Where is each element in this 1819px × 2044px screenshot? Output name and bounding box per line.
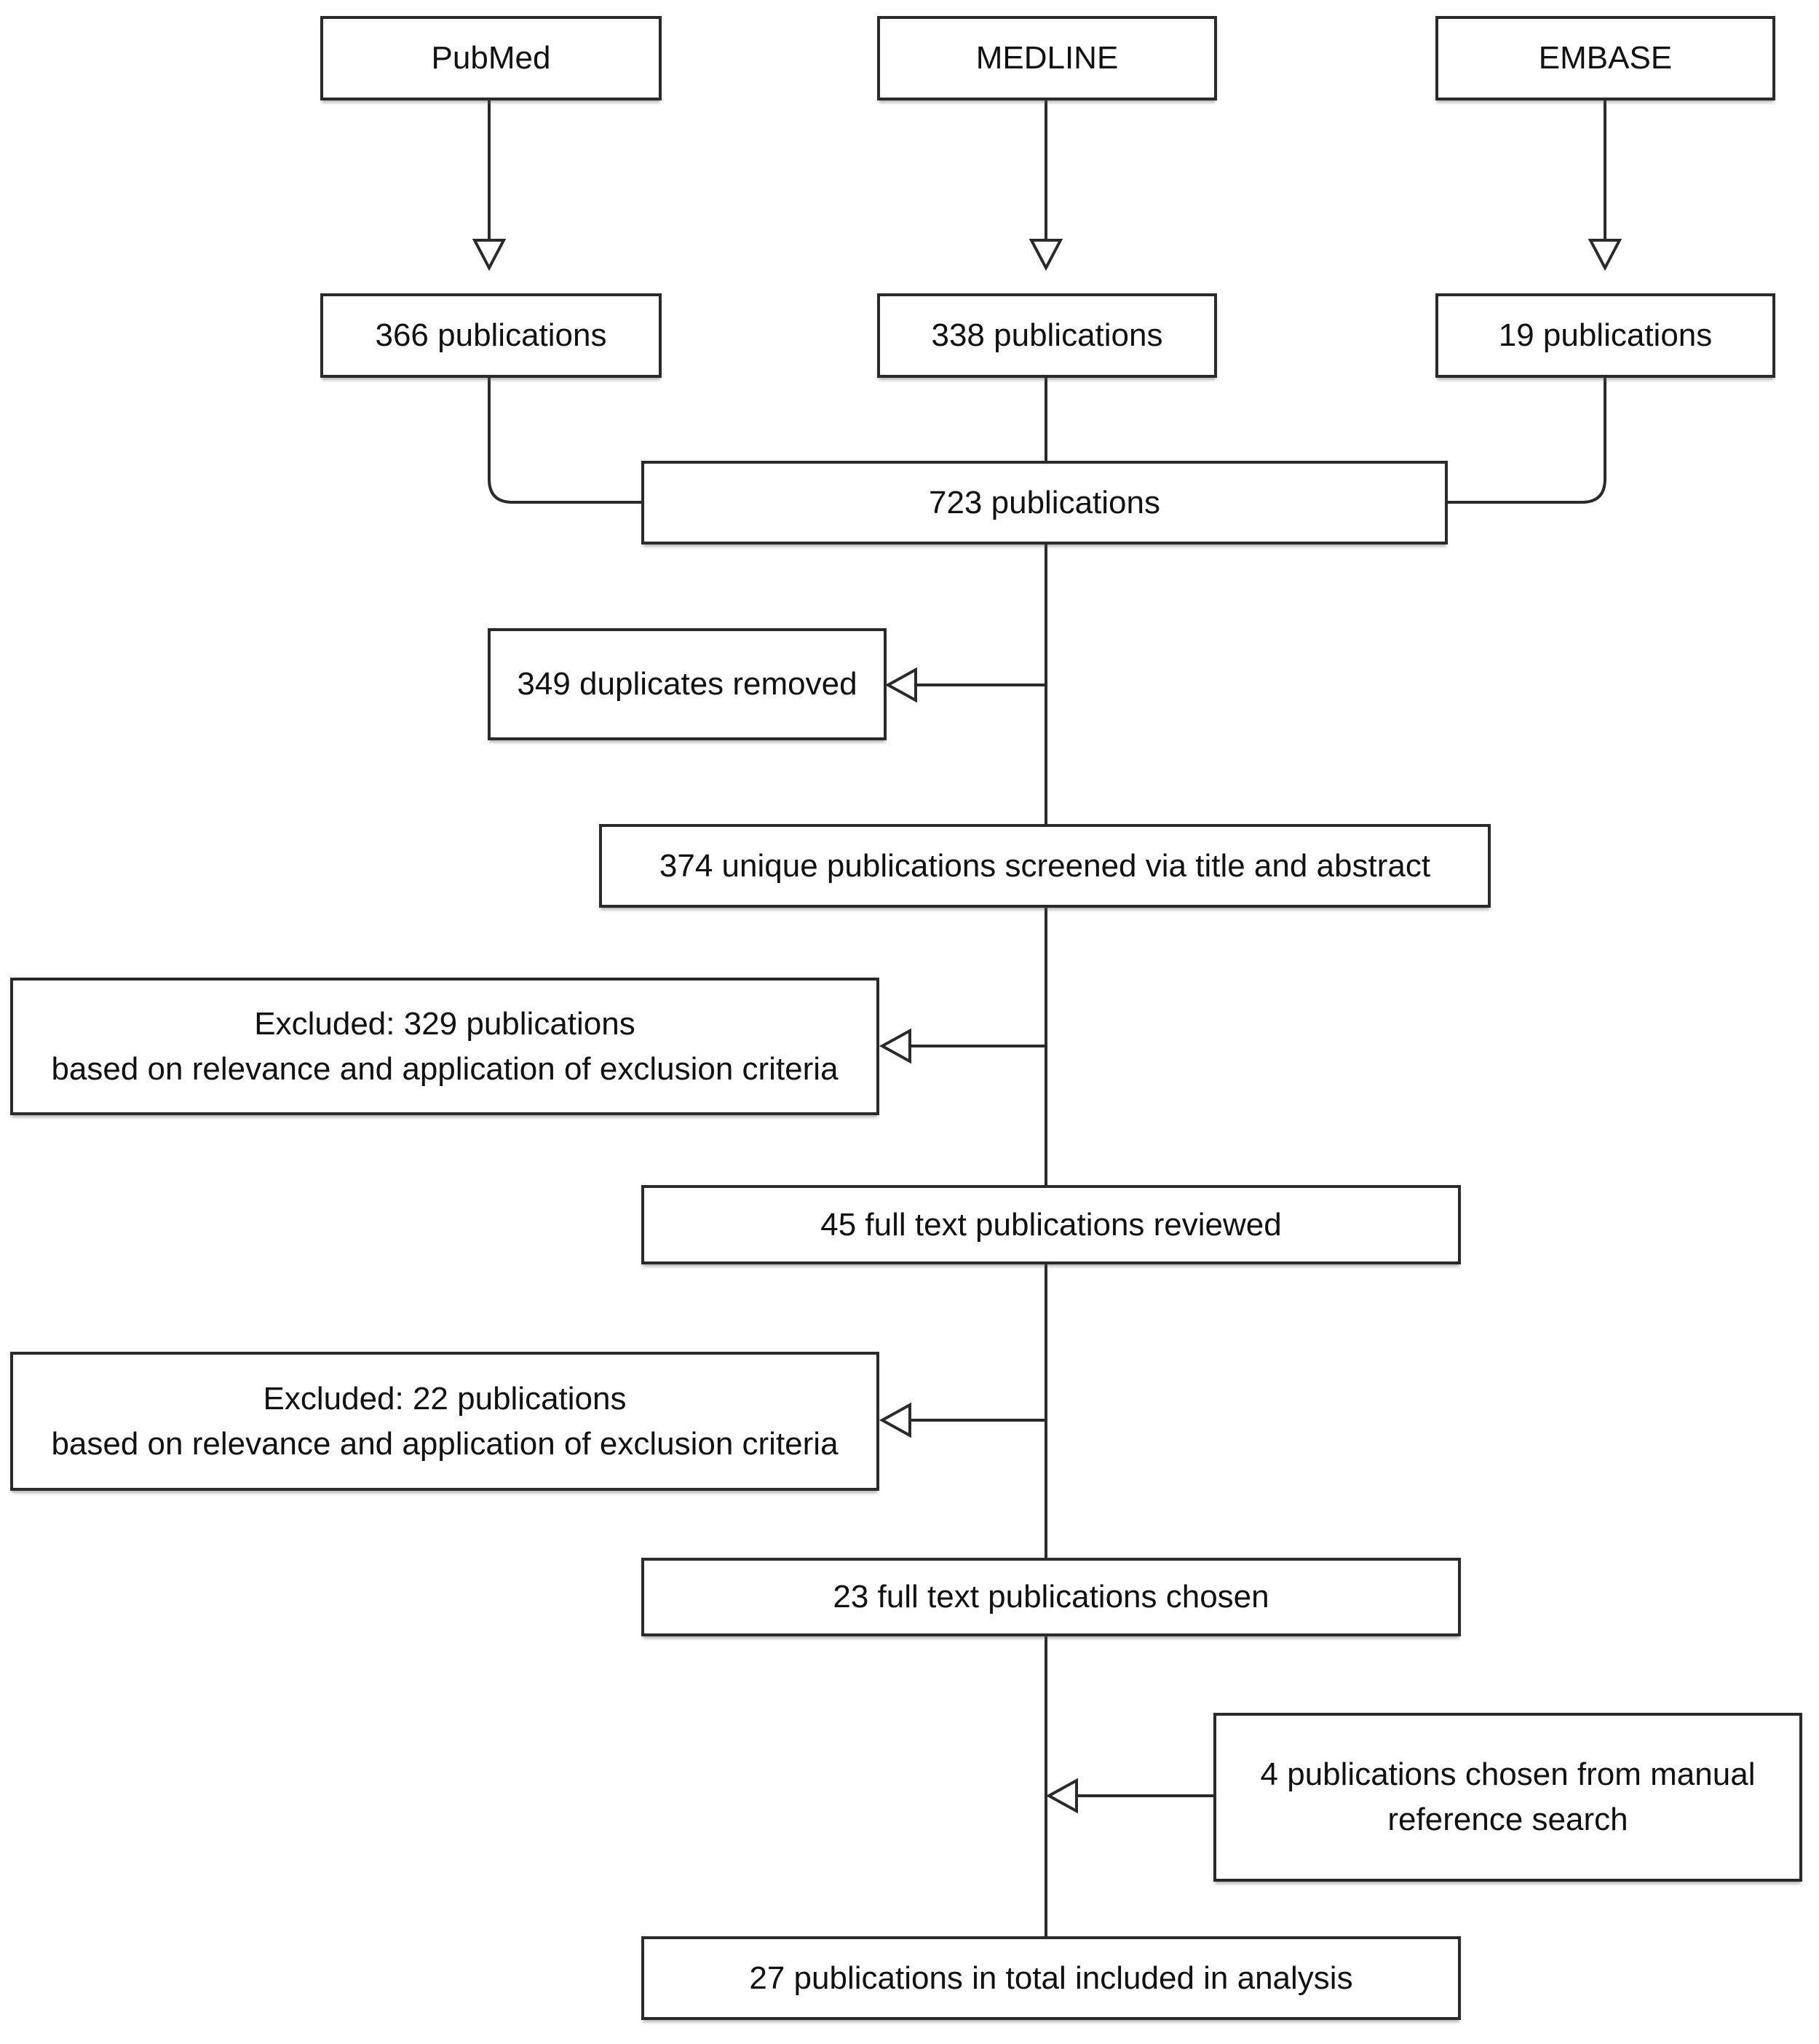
connector-19-to-723 xyxy=(1448,378,1606,504)
node-pubmed-results: 366 publications xyxy=(320,293,662,378)
node-screened: 374 unique publications screened via tit… xyxy=(599,824,1491,908)
node-full-text-reviewed: 45 full text publications reviewed xyxy=(641,1185,1461,1264)
node-duplicates-removed-label: 349 duplicates removed xyxy=(517,666,857,702)
node-manual-reference: 4 publications chosen from manual refere… xyxy=(1213,1713,1802,1882)
node-duplicates-removed: 349 duplicates removed xyxy=(488,628,887,740)
node-excluded-screening-line1: Excluded: 329 publications xyxy=(254,1005,635,1042)
node-screened-label: 374 unique publications screened via tit… xyxy=(659,847,1431,884)
arrowhead-left-excluded-329 xyxy=(879,1028,911,1064)
arrowhead-down-embase xyxy=(1588,239,1622,272)
arrowhead-left-manual-reference xyxy=(1045,1778,1078,1814)
arrowhead-left-duplicates xyxy=(884,667,917,703)
node-manual-reference-line2: reference search xyxy=(1387,1802,1628,1837)
node-medline: MEDLINE xyxy=(877,16,1217,100)
arrowhead-down-medline xyxy=(1029,239,1063,272)
node-embase: EMBASE xyxy=(1435,16,1775,100)
node-total-included: 27 publications in total included in ana… xyxy=(641,1936,1461,2020)
node-full-text-reviewed-label: 45 full text publications reviewed xyxy=(820,1206,1282,1243)
node-full-text-chosen: 23 full text publications chosen xyxy=(641,1558,1461,1636)
node-total-included-label: 27 publications in total included in ana… xyxy=(749,1960,1353,1996)
node-excluded-screening-line2: based on relevance and application of ex… xyxy=(51,1050,839,1087)
node-excluded-full-text: Excluded: 22 publications based on relev… xyxy=(10,1352,879,1491)
node-combined-publications-label: 723 publications xyxy=(928,484,1160,520)
node-medline-label: MEDLINE xyxy=(975,40,1119,76)
node-embase-results-label: 19 publications xyxy=(1498,317,1713,353)
node-embase-label: EMBASE xyxy=(1538,40,1673,76)
node-pubmed: PubMed xyxy=(320,16,662,100)
node-combined-publications: 723 publications xyxy=(641,461,1448,544)
node-pubmed-results-label: 366 publications xyxy=(375,317,607,353)
connector-366-to-723 xyxy=(488,378,641,504)
arrowhead-down-pubmed xyxy=(472,239,507,272)
arrowhead-left-excluded-22 xyxy=(879,1402,911,1438)
node-medline-results: 338 publications xyxy=(877,293,1217,378)
node-excluded-screening: Excluded: 329 publications based on rele… xyxy=(10,978,879,1115)
node-embase-results: 19 publications xyxy=(1435,293,1775,378)
node-medline-results-label: 338 publications xyxy=(931,317,1163,353)
node-manual-reference-line1: 4 publications chosen from manual xyxy=(1260,1756,1756,1792)
node-full-text-chosen-label: 23 full text publications chosen xyxy=(833,1579,1269,1615)
node-excluded-full-text-line1: Excluded: 22 publications xyxy=(263,1380,627,1417)
node-pubmed-label: PubMed xyxy=(431,40,551,76)
node-excluded-full-text-line2: based on relevance and application of ex… xyxy=(51,1425,839,1462)
